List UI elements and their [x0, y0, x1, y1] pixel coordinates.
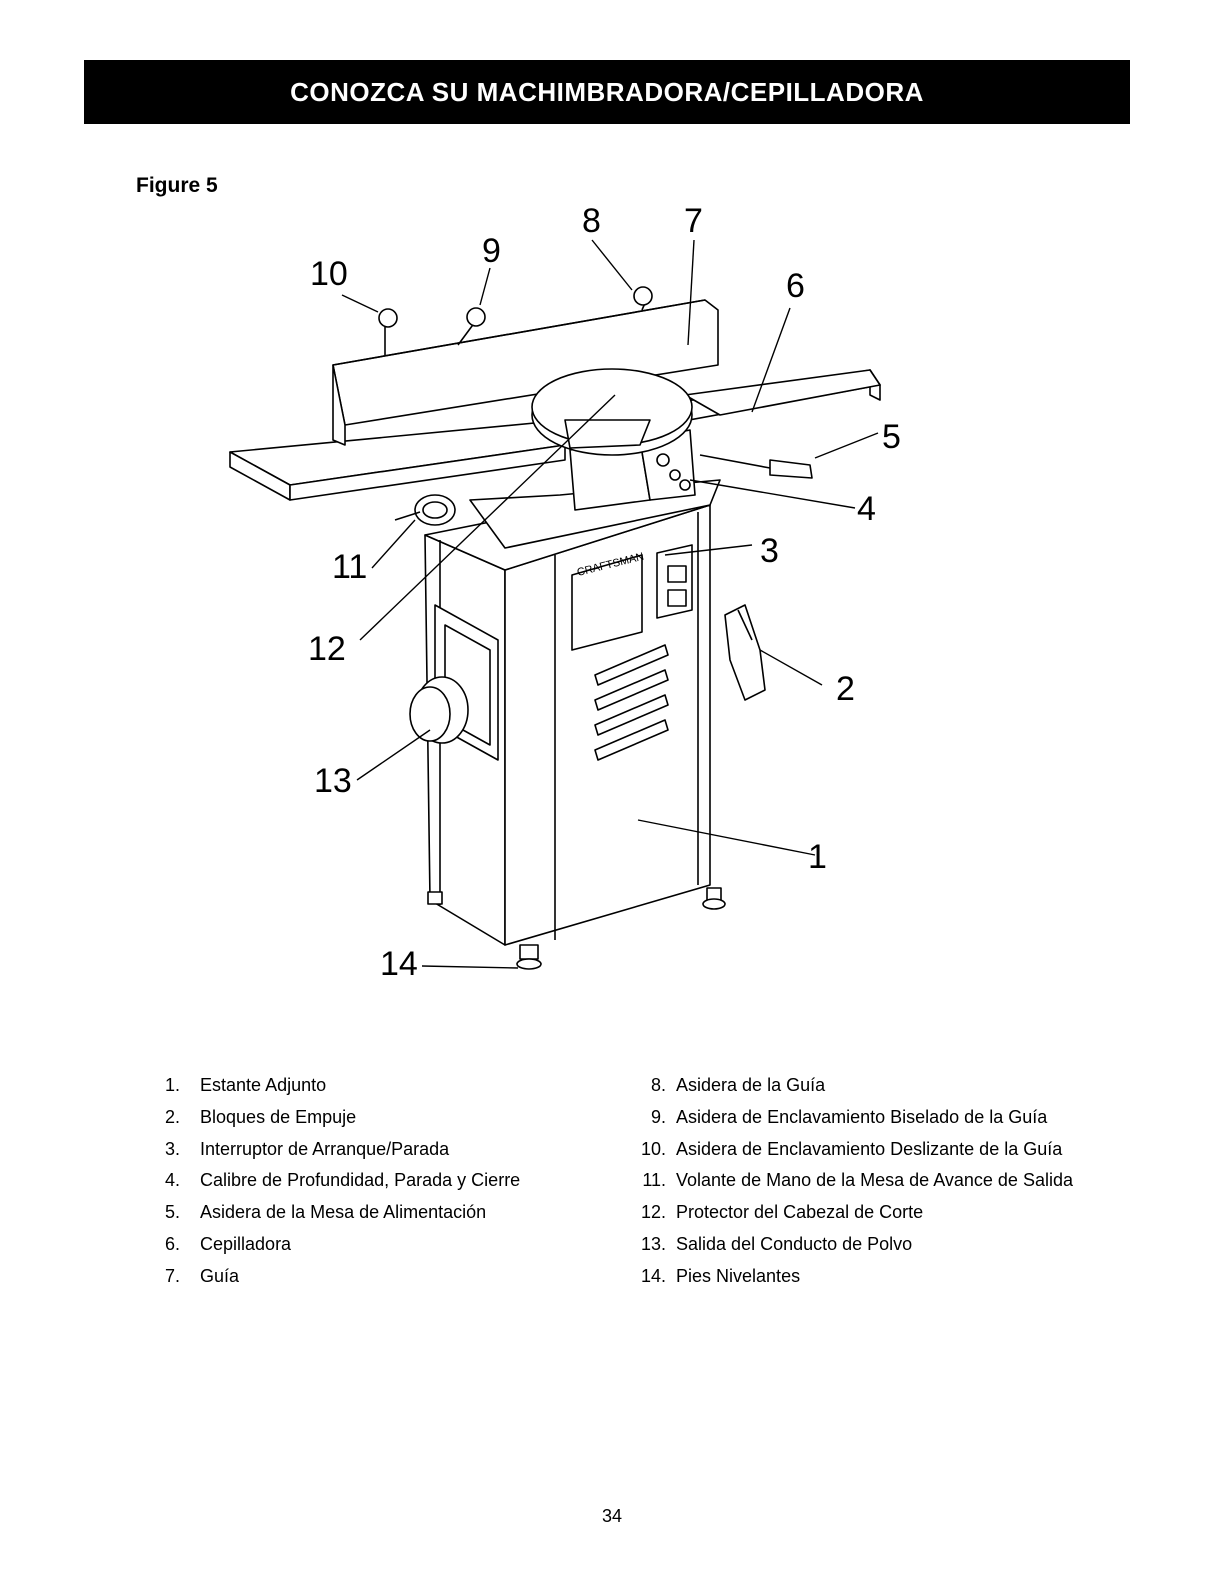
callout-6: 6: [786, 267, 805, 305]
legend-item: 2. Bloques de Empuje: [164, 1106, 357, 1127]
legend-item: 7. Guía: [164, 1265, 240, 1286]
callout-14: 14: [380, 945, 418, 983]
legend-item: 14. Pies Nivelantes: [640, 1265, 801, 1286]
outfeed-handwheel: [394, 494, 456, 526]
callout-8: 8: [582, 202, 601, 240]
legend-left-column: 1. Estante Adjunto 2. Bloques de Empuje …: [142, 1070, 520, 1293]
legend-item: 6. Cepilladora: [164, 1233, 292, 1254]
callout-9: 9: [482, 232, 501, 270]
legend-item: 4. Calibre de Profundidad, Parada y Cier…: [164, 1170, 521, 1191]
callout-4: 4: [857, 490, 876, 528]
callout-leaders: [341, 239, 879, 969]
page-header-bar: CONOZCA SU MACHIMBRADORA/CEPILLADORA: [84, 60, 1130, 124]
depth-gauge: [656, 453, 691, 491]
callout-3: 3: [760, 532, 779, 570]
page-number: 34: [601, 1506, 623, 1526]
legend-item: 10. Asidera de Enclavamiento Deslizante …: [640, 1138, 1063, 1159]
callout-1: 1: [808, 838, 827, 876]
callout-numbers: 1 2 3 4 5 6 7 8 9 10 11 12 13 14: [308, 202, 901, 983]
brand-plate: CRAFTSMAN: [571, 551, 645, 651]
legend-item: 5. Asidera de la Mesa de Alimentación: [164, 1202, 487, 1223]
start-switch: [667, 565, 687, 583]
legend-item: 8. Asidera de la Guía: [650, 1075, 826, 1095]
callout-11: 11: [332, 548, 367, 586]
fence: [332, 299, 719, 446]
callout-12: 12: [308, 630, 346, 668]
figure-label: Figure 5: [136, 174, 218, 197]
legend-item: 3. Interruptor de Arranque/Parada: [164, 1138, 450, 1159]
callout-13: 13: [314, 762, 352, 800]
outfeed-table: [229, 421, 566, 501]
legend-item: 13. Salida del Conducto de Polvo: [640, 1233, 913, 1254]
legend-item: 9. Asidera de Enclavamiento Biselado de …: [650, 1106, 1048, 1127]
callout-10: 10: [310, 255, 348, 293]
fence-handles: [378, 286, 653, 355]
jointer-planer-diagram: CRAFTSMAN: [229, 202, 901, 983]
page-title: CONOZCA SU MACHIMBRADORA/CEPILLADORA: [290, 76, 924, 107]
callout-2: 2: [836, 670, 855, 708]
dust-chute: [409, 604, 499, 761]
legend-item: 12. Protector del Cabezal de Corte: [640, 1202, 924, 1223]
legend-item: 1. Estante Adjunto: [164, 1075, 327, 1095]
cutterhead-guard: [531, 368, 693, 456]
callout-7: 7: [684, 202, 703, 240]
legend-right-column: 8. Asidera de la Guía 9. Asidera de Encl…: [628, 1070, 1073, 1293]
stop-switch: [667, 589, 687, 607]
callout-5: 5: [882, 418, 901, 456]
leveling-feet: [427, 887, 726, 970]
switch-box: [656, 544, 693, 619]
cabinet-vents: [594, 644, 669, 761]
legend-item: 11. Volante de Mano de la Mesa de Avance…: [642, 1170, 1073, 1191]
push-blocks: [724, 604, 766, 701]
infeed-handle: [699, 454, 813, 479]
